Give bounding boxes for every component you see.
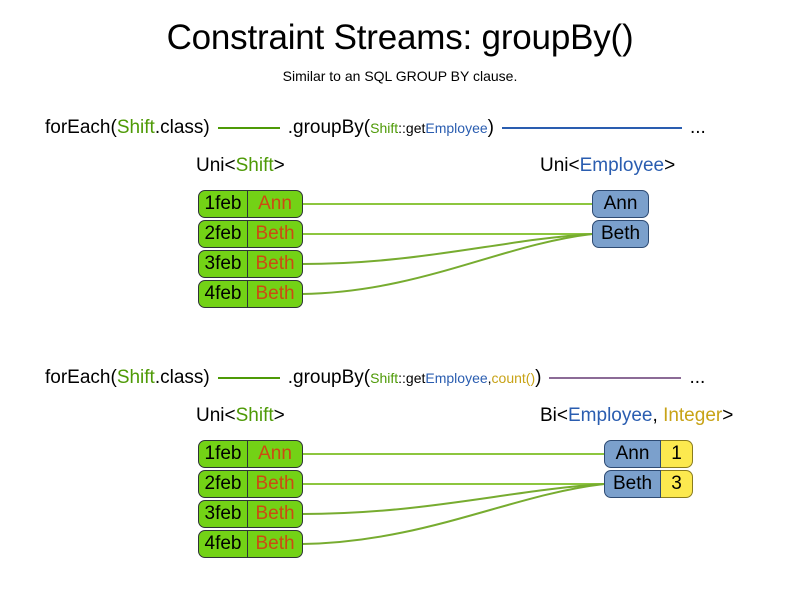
for-each-type: Shift [116, 117, 155, 138]
shift-tuple[interactable]: 1feb Ann [198, 190, 303, 218]
shift-date: 1feb [198, 190, 248, 218]
employee-count-tuple[interactable]: Ann 1 [604, 440, 693, 468]
link-shift3-beth [301, 233, 593, 265]
uni-type: Shift [235, 405, 274, 426]
uni-suffix: > [273, 155, 285, 176]
employee-name: Beth [592, 220, 649, 248]
bi-prefix: Bi< [540, 405, 568, 426]
for-each-type: Shift [116, 367, 155, 388]
bi-suffix: > [722, 405, 734, 426]
wire-foreach-groupby [217, 377, 280, 379]
groupby-arg-type: Shift [370, 120, 399, 136]
shift-date: 2feb [198, 220, 248, 248]
employee-tuple[interactable]: Ann [592, 190, 649, 218]
uni-prefix: Uni< [196, 405, 236, 426]
uni-emp-suffix: > [664, 155, 676, 176]
groupby-collector: count() [491, 370, 536, 386]
link2-shift4-beth [301, 483, 605, 545]
shift-date: 1feb [198, 440, 248, 468]
shift-date: 3feb [198, 500, 248, 528]
groupby-close-paren: ) [535, 367, 542, 388]
uni-prefix: Uni< [196, 155, 236, 176]
shift-tuple[interactable]: 3feb Beth [198, 250, 303, 278]
ellipsis-1: ... [689, 117, 706, 138]
page-title: Constraint Streams: groupBy() [166, 18, 634, 57]
bi-comma: , [652, 405, 664, 426]
groupby-arg-sep: ::get [398, 120, 426, 136]
ellipsis-2: ... [689, 367, 706, 388]
group-by-call: .groupBy( [287, 367, 371, 388]
shift-date: 4feb [198, 530, 248, 558]
shift-date: 2feb [198, 470, 248, 498]
employee-count: 3 [661, 470, 693, 498]
shift-tuple[interactable]: 1feb Ann [198, 440, 303, 468]
for-each-call: forEach( [45, 117, 117, 138]
employee-name: Beth [604, 470, 661, 498]
stream-type-label-right-1: Uni<Employee> [540, 155, 675, 177]
bi-type-1: Employee [568, 405, 653, 426]
employee-count-tuple[interactable]: Beth 3 [604, 470, 693, 498]
shift-tuple[interactable]: 2feb Beth [198, 220, 303, 248]
uni-emp-type: Employee [579, 155, 665, 176]
groupby-arg-comma: , [487, 370, 492, 386]
bi-type-2: Integer [663, 405, 723, 426]
shift-employee: Beth [248, 280, 303, 308]
group-by-call: .groupBy( [287, 117, 371, 138]
shift-tuple[interactable]: 3feb Beth [198, 500, 303, 528]
groupby-close-paren: ) [487, 117, 494, 138]
employee-name: Ann [604, 440, 661, 468]
link2-shift3-beth [301, 483, 605, 515]
stream-type-label-left-1: Uni<Shift> [196, 155, 285, 177]
wire-foreach-groupby [217, 127, 280, 129]
shift-employee: Ann [248, 440, 303, 468]
page-subtitle: Similar to an SQL GROUP BY clause. [282, 68, 518, 84]
stream-type-label-left-2: Uni<Shift> [196, 405, 285, 427]
shift-tuple[interactable]: 2feb Beth [198, 470, 303, 498]
shift-tuple[interactable]: 4feb Beth [198, 280, 303, 308]
code-line-groupby-single: forEach(Shift.class) .groupBy(Shift::get… [45, 115, 775, 141]
shift-date: 4feb [198, 280, 248, 308]
employee-tuple[interactable]: Beth [592, 220, 649, 248]
shift-employee: Ann [248, 190, 303, 218]
shift-tuple[interactable]: 4feb Beth [198, 530, 303, 558]
groupby-arg-type: Shift [370, 370, 399, 386]
for-each-call: forEach( [45, 367, 117, 388]
groupby-arg-prop: Employee [425, 120, 488, 136]
code-line-groupby-count: forEach(Shift.class) .groupBy(Shift::get… [45, 365, 775, 391]
shift-employee: Beth [248, 220, 303, 248]
wire-groupby-out [501, 127, 682, 129]
groupby-arg-prop: Employee [425, 370, 488, 386]
wire-groupby-out [549, 377, 682, 379]
stream-type-label-right-2: Bi<Employee, Integer> [540, 405, 733, 427]
groupby-arg-sep: ::get [398, 370, 426, 386]
shift-employee: Beth [248, 530, 303, 558]
uni-emp-prefix: Uni< [540, 155, 580, 176]
employee-count: 1 [661, 440, 693, 468]
link-shift4-beth [301, 233, 593, 295]
employee-name: Ann [592, 190, 649, 218]
shift-employee: Beth [248, 500, 303, 528]
shift-date: 3feb [198, 250, 248, 278]
for-each-suffix: .class) [154, 367, 210, 388]
uni-type: Shift [235, 155, 274, 176]
for-each-suffix: .class) [154, 117, 210, 138]
uni-suffix: > [273, 405, 285, 426]
shift-employee: Beth [248, 470, 303, 498]
shift-employee: Beth [248, 250, 303, 278]
